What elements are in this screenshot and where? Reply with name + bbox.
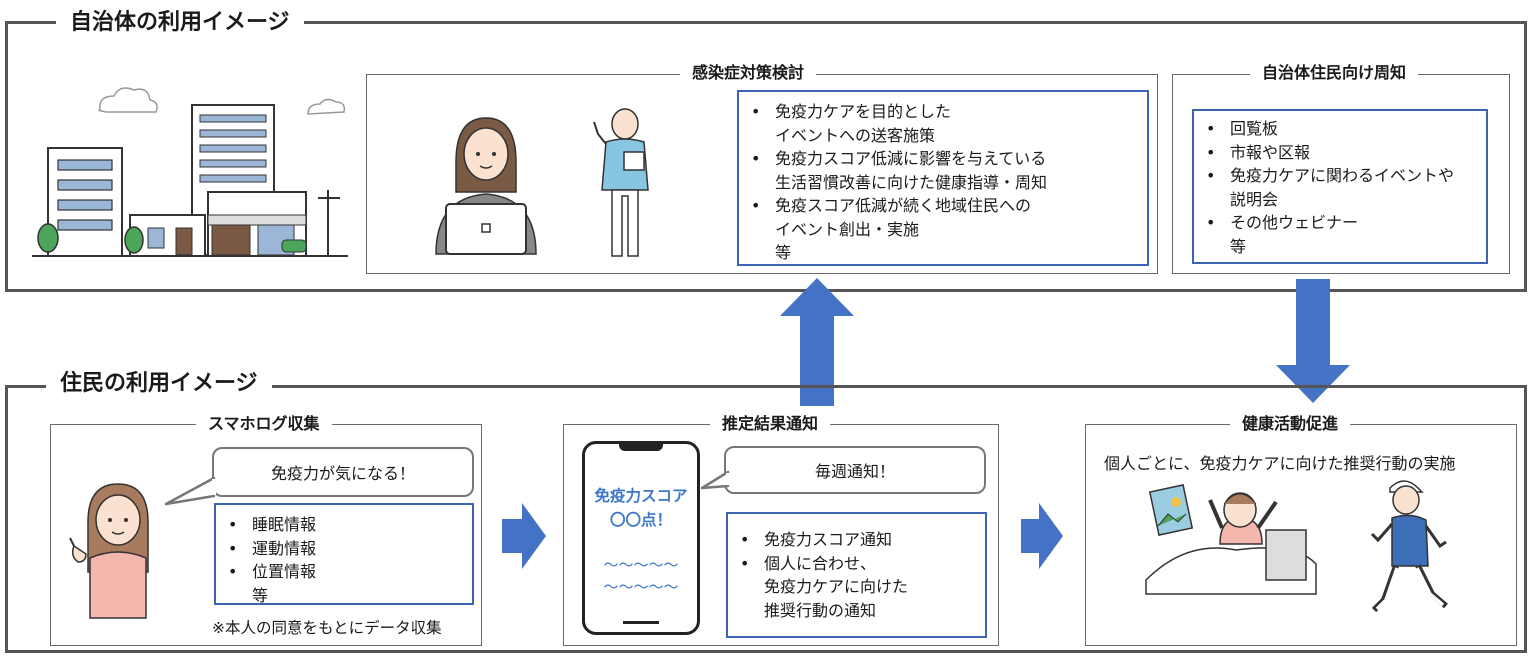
phone-home-bar <box>623 621 659 624</box>
list-item: 免疫スコア低減が続く地域住民への イベント創出・実施 <box>739 194 1147 241</box>
list-item: 免疫力スコア通知 <box>728 528 985 552</box>
list-tail: 等 <box>775 243 792 262</box>
notification-content-box: 免疫力スコア通知 個人に合わせ、 免疫力ケアに向けた 推奨行動の通知 <box>726 512 987 638</box>
health-activity-panel-title: 健康活動促進 <box>1230 413 1351 435</box>
resident-notice-panel-title: 自治体住民向け周知 <box>1250 62 1419 84</box>
list-item: 市報や区報 <box>1194 141 1486 165</box>
list-item: 免疫力ケアを目的とした イベントへの送客施策 <box>739 100 1147 147</box>
resident-section-frame <box>5 385 1527 653</box>
municipal-section-title: 自治体の利用イメージ <box>56 9 304 37</box>
resident-notice-list-box: 回覧板 市報や区報 免疫力ケアに関わるイベントや 説明会 その他ウェビナー 等 <box>1192 109 1488 264</box>
phone-wave-line: ～～～～～ <box>603 556 679 574</box>
list-tail: 等 <box>252 585 269 605</box>
jogger-icon <box>1370 480 1448 613</box>
list-item: 位置情報 <box>216 560 472 584</box>
arrow-right-icon <box>502 503 546 569</box>
list-item: その他ウェビナー <box>1194 211 1486 235</box>
countermeasure-list-box: 免疫力ケアを目的とした イベントへの送客施策 免疫力スコア低減に影響を与えている… <box>737 90 1149 266</box>
bubble-tail-icon <box>700 470 730 490</box>
list-item: 睡眠情報 <box>216 513 472 537</box>
countermeasure-panel-title: 感染症対策検討 <box>680 62 817 84</box>
list-item: 免疫力スコア低減に影響を与えている 生活習慣改善に向けた健康指導・周知 <box>739 147 1147 194</box>
arrow-down-icon <box>1276 279 1350 403</box>
person-waking-icon <box>1145 484 1317 595</box>
city-buildings-icon <box>32 87 348 257</box>
phone-notch <box>619 444 663 451</box>
weekly-bubble: 毎週通知！ <box>724 446 986 494</box>
list-item: 個人に合わせ、 免疫力ケアに向けた 推奨行動の通知 <box>728 552 985 623</box>
log-collection-panel-title: スマホログ収集 <box>196 413 332 435</box>
arrow-right-icon <box>1021 503 1063 569</box>
doctor-clipboard-icon <box>593 108 649 257</box>
list-item: 回覧板 <box>1194 117 1486 141</box>
result-notice-panel-title: 推定結果通知 <box>710 413 831 435</box>
concern-bubble: 免疫力が気になる！ <box>212 447 474 497</box>
promotion-caption: 個人ごとに、免疫力ケアに向けた推奨行動の実施 <box>1104 454 1456 473</box>
list-item: 免疫力ケアに関わるイベントや 説明会 <box>1194 164 1486 211</box>
list-tail: 等 <box>1230 236 1247 256</box>
resident-section-title: 住民の利用イメージ <box>46 370 272 398</box>
list-item: 運動情報 <box>216 537 472 561</box>
phone-score-label: 免疫力スコア <box>594 487 688 505</box>
arrow-up-icon <box>780 278 854 406</box>
phone-score-value: 〇〇点！ <box>609 511 672 529</box>
consent-note: ※本人の同意をもとにデータ収集 <box>212 619 442 637</box>
bubble-tail-icon <box>164 476 216 506</box>
woman-laptop-icon <box>435 117 537 255</box>
phone-wave-line: ～～～～～ <box>603 578 679 596</box>
municipal-section-frame <box>5 21 1527 292</box>
smartphone-icon: 免疫力スコア 〇〇点！ ～～～～～ ～～～～～ <box>582 441 700 635</box>
collected-data-box: 睡眠情報 運動情報 位置情報 等 <box>214 503 474 605</box>
woman-pointing-icon <box>69 483 149 619</box>
